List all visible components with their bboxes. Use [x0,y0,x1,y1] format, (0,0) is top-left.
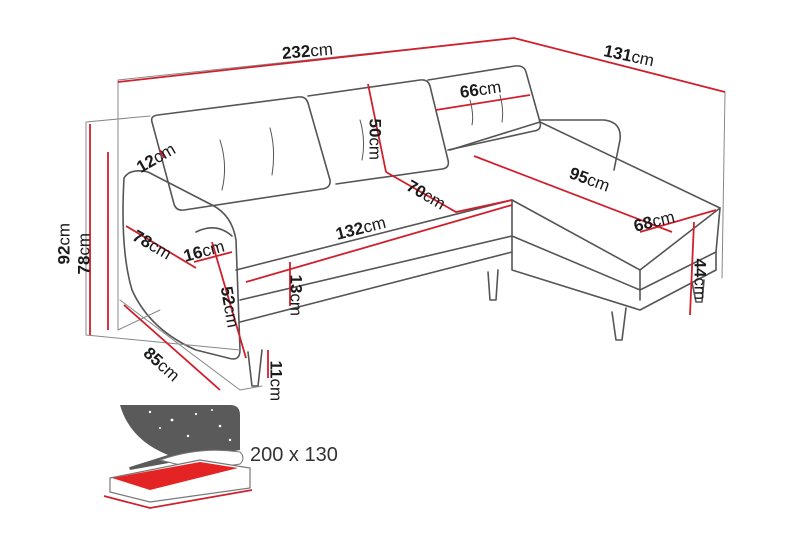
dim-back-height: 50cm [365,118,385,161]
sofa-outline [85,37,726,391]
dim-back-height-2: 78cm [74,232,94,275]
dim-total-width: 232cm [281,39,334,63]
bed-size-label: 200 x 130 [250,444,338,466]
dim-total-height: 92cm [54,222,74,265]
dim-seat-thickness: 13cm [286,274,306,317]
dim-leg-height: 11cm [266,360,286,402]
dimension-lines [89,37,726,391]
bed-night-icon [103,405,253,509]
dim-chaise-height: 44cm [690,258,710,301]
